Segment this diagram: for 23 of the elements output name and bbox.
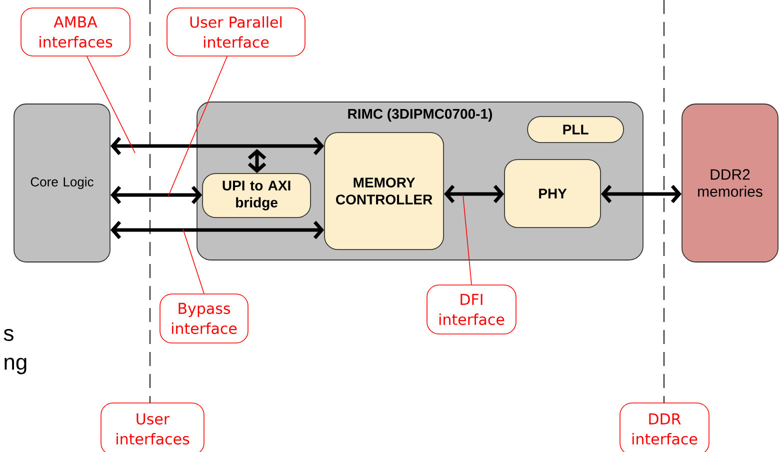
text-fragment: s — [4, 328, 14, 341]
double-arrow — [110, 136, 324, 156]
module-box: PLL — [527, 116, 624, 143]
block-box: Core Logic — [14, 104, 110, 262]
callout-box: AMBA interfaces — [20, 8, 130, 56]
leader-line — [86, 56, 136, 154]
module-box: PHY — [504, 159, 601, 228]
module-box: UPI to AXI bridge — [202, 173, 311, 218]
callout-box: User Parallel interface — [166, 8, 306, 56]
double-arrow — [601, 184, 682, 204]
text-fragment: ng — [4, 358, 26, 374]
callout-box: Bypass interface — [160, 294, 248, 344]
leader-line — [182, 228, 204, 294]
double-arrow — [110, 220, 324, 240]
callout-box: DFI interface — [426, 284, 516, 334]
double-arrow — [444, 184, 504, 204]
leader-line — [462, 194, 472, 285]
leader-line — [168, 56, 228, 198]
module-box: MEMORY CONTROLLER — [324, 132, 444, 250]
memory-box: DDR2 memories — [682, 104, 778, 262]
callout-box: User interfaces — [100, 402, 204, 452]
callout-box: DDR interface — [620, 402, 710, 452]
double-arrow — [110, 186, 202, 204]
